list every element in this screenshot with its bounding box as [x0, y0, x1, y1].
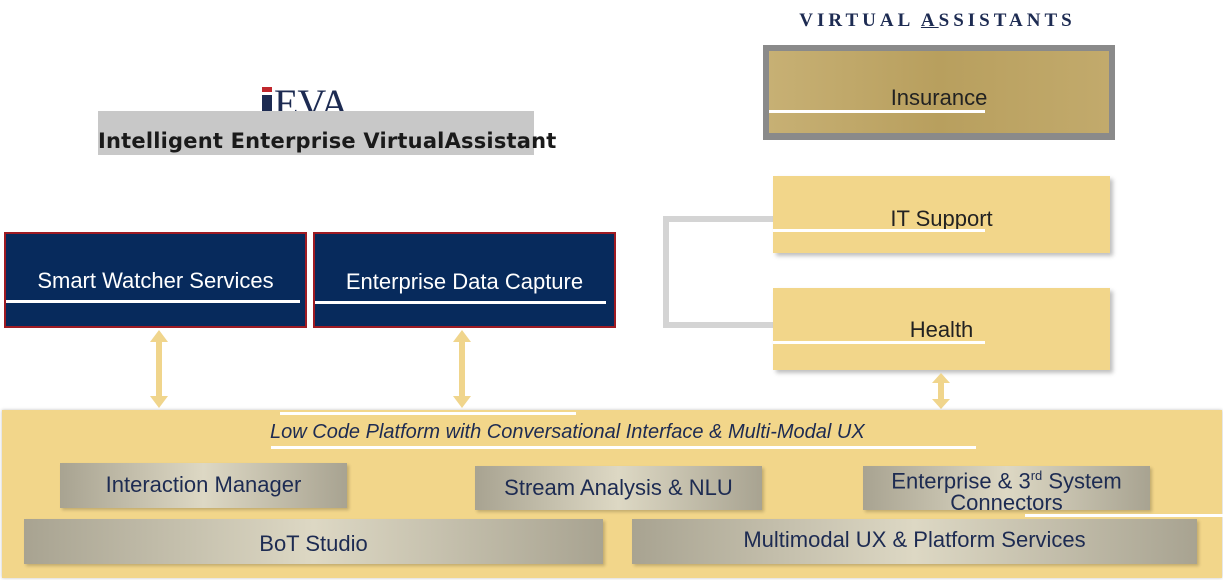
health-box: Health [773, 288, 1110, 370]
enterprise-data-capture-label: Enterprise Data Capture [345, 269, 584, 294]
smart-watcher-services-box: Smart Watcher Services [4, 232, 307, 328]
platform-title-underline [271, 446, 976, 449]
assistant-connector-bracket [663, 216, 778, 328]
connectors-line-1: Enterprise & 3rd System [891, 468, 1122, 494]
double-arrow-icon [150, 330, 168, 408]
underline [773, 341, 985, 344]
multimodal-block: Multimodal UX & Platform Services [632, 519, 1197, 564]
stream-analysis-block: Stream Analysis & NLU [475, 466, 762, 510]
interaction-manager-label: Interaction Manager [105, 472, 302, 497]
platform-title: Low Code Platform with Conversational In… [270, 421, 865, 443]
underline [6, 300, 300, 303]
virtual-assistants-heading: VIRTUAL ASSISTANTS [799, 10, 1076, 31]
it-support-label: IT Support [890, 206, 993, 231]
insurance-box: Insurance [769, 51, 1109, 133]
interaction-manager-block: Interaction Manager [60, 463, 347, 508]
double-arrow-icon [932, 373, 950, 409]
platform-top-rule [280, 412, 576, 415]
connectors-line-2: Connectors [950, 490, 1063, 516]
bot-studio-label: BoT Studio [259, 531, 368, 556]
underline [769, 110, 985, 113]
insurance-label: Insurance [890, 85, 988, 110]
connectors-rule [1025, 514, 1223, 517]
enterprise-data-capture-box: Enterprise Data Capture [313, 232, 616, 328]
it-support-box: IT Support [773, 176, 1110, 253]
multimodal-label: Multimodal UX & Platform Services [743, 527, 1086, 552]
subtitle: Intelligent Enterprise VirtualAssistant [98, 129, 557, 153]
underline [315, 301, 606, 304]
eva-logo-mark-icon [262, 87, 272, 117]
bot-studio-block: BoT Studio [24, 519, 603, 564]
stream-analysis-label: Stream Analysis & NLU [504, 475, 733, 500]
double-arrow-icon [453, 330, 471, 408]
smart-watcher-services-label: Smart Watcher Services [37, 268, 274, 293]
health-label: Health [909, 317, 974, 342]
underline [773, 229, 985, 232]
connectors-block: Enterprise & 3rd System Connectors [863, 466, 1150, 514]
subtitle-banner [98, 111, 534, 155]
connectors-label: Enterprise & 3rd System Connectors [863, 465, 1150, 514]
